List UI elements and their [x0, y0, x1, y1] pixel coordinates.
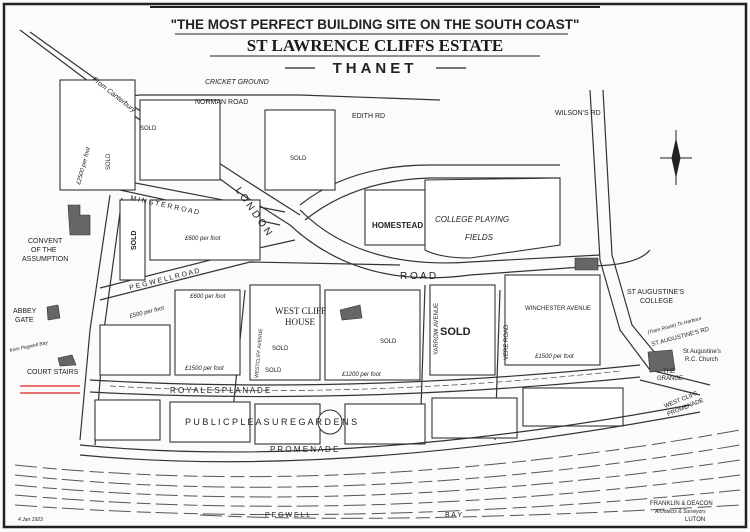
label-architects-3: LUTON [685, 517, 705, 523]
plot-price-600: £600 per foot [189, 294, 226, 300]
compass-rose-icon [660, 130, 692, 185]
plot-sold: SOLD [106, 153, 112, 170]
plot-sold: SOLD [272, 346, 289, 352]
plot-sold: SOLD [380, 339, 397, 345]
court-stairs-building [57, 354, 77, 367]
plot-price-600: £600 per foot [184, 236, 221, 242]
abbey-gate-building [46, 304, 61, 321]
label-church-2: R.C. Church [685, 357, 718, 363]
plot-price-1500: £1500 per foot [184, 366, 224, 372]
label-from-pegwell: from Pegwell Bay [9, 340, 49, 354]
label-public-pleasure-gardens: P U B L I C P L E A S U R E G A R D E N … [185, 417, 357, 427]
plot-sold: SOLD [140, 126, 157, 132]
plot-price-1500: £1500 per foot [534, 354, 574, 360]
label-convent-1: CONVENT [28, 238, 63, 245]
title-place: THANET [333, 60, 418, 77]
label-augustines-college-1: ST AUGUSTINE'S [627, 289, 685, 296]
label-date: 4 Jan 1923 [18, 517, 43, 523]
label-grange-2: GRANGE [657, 376, 683, 382]
buildings [46, 204, 676, 373]
label-architects-1: FRANKLIN & DEACON [650, 501, 713, 507]
west-cliff-house-building [339, 304, 363, 321]
church-building [647, 349, 676, 373]
label-winchester-avenue: WINCHESTER AVENUE [525, 306, 591, 312]
college-building [574, 257, 599, 271]
plot-sold: SOLD [290, 156, 307, 162]
label-vere-road: VERE ROAD [504, 324, 510, 360]
plot-sold-large: SOLD [440, 326, 471, 338]
plot-blocks [59, 79, 601, 381]
label-west-cliff-house-1: WEST CLIFF [275, 306, 326, 316]
label-cricket-ground: CRICKET GROUND [205, 79, 269, 86]
label-yarrow-avenue: YARROW AVENUE [434, 303, 440, 355]
label-royal-esplanade: R O Y A L E S P L A N A D E [170, 386, 270, 395]
convent-building [67, 204, 91, 236]
label-norman-road: NORMAN ROAD [195, 99, 248, 106]
label-promenade: P R O M E N A D E [270, 445, 338, 454]
plot-price-1200: £1200 per foot [341, 372, 381, 378]
label-fields: FIELDS [465, 233, 494, 242]
label-edith-rd: EDITH RD [352, 113, 385, 120]
label-road: R O A D [400, 271, 436, 282]
label-augustines-college-2: COLLEGE [640, 298, 673, 305]
label-westcliff-avenue: WESTCLIFF AVENUE [254, 328, 264, 379]
title-slogan: "THE MOST PERFECT BUILDING SITE ON THE S… [171, 17, 580, 32]
label-abbey-1: ABBEY [13, 308, 37, 315]
label-west-cliff-house-2: HOUSE [285, 317, 316, 327]
plot-price-500: £500 per foot [128, 305, 165, 320]
title-estate: ST LAWRENCE CLIFFS ESTATE [247, 36, 504, 55]
label-pegwell: P E G W E L L [265, 512, 310, 519]
label-convent-2: OF THE [31, 247, 57, 254]
label-bay: B A Y [445, 512, 462, 519]
label-court-stairs: COURT STAIRS [27, 369, 79, 376]
label-wilsons-rd: WILSON'S RD [555, 110, 601, 117]
label-convent-3: ASSUMPTION [22, 256, 68, 263]
plot-sold: SOLD [265, 368, 282, 374]
label-abbey-2: GATE [15, 317, 34, 324]
label-grange-1: THE [663, 369, 675, 375]
esplanade-and-gardens [79, 364, 701, 463]
label-homestead: HOMESTEAD [372, 221, 423, 230]
label-architects-2: Architects & Surveyors [654, 509, 706, 515]
sea-lines [14, 429, 741, 519]
plot-sold: SOLD [131, 231, 138, 250]
label-college-playing: COLLEGE PLAYING [435, 215, 509, 224]
label-church-1: St Augustine's [683, 349, 721, 355]
